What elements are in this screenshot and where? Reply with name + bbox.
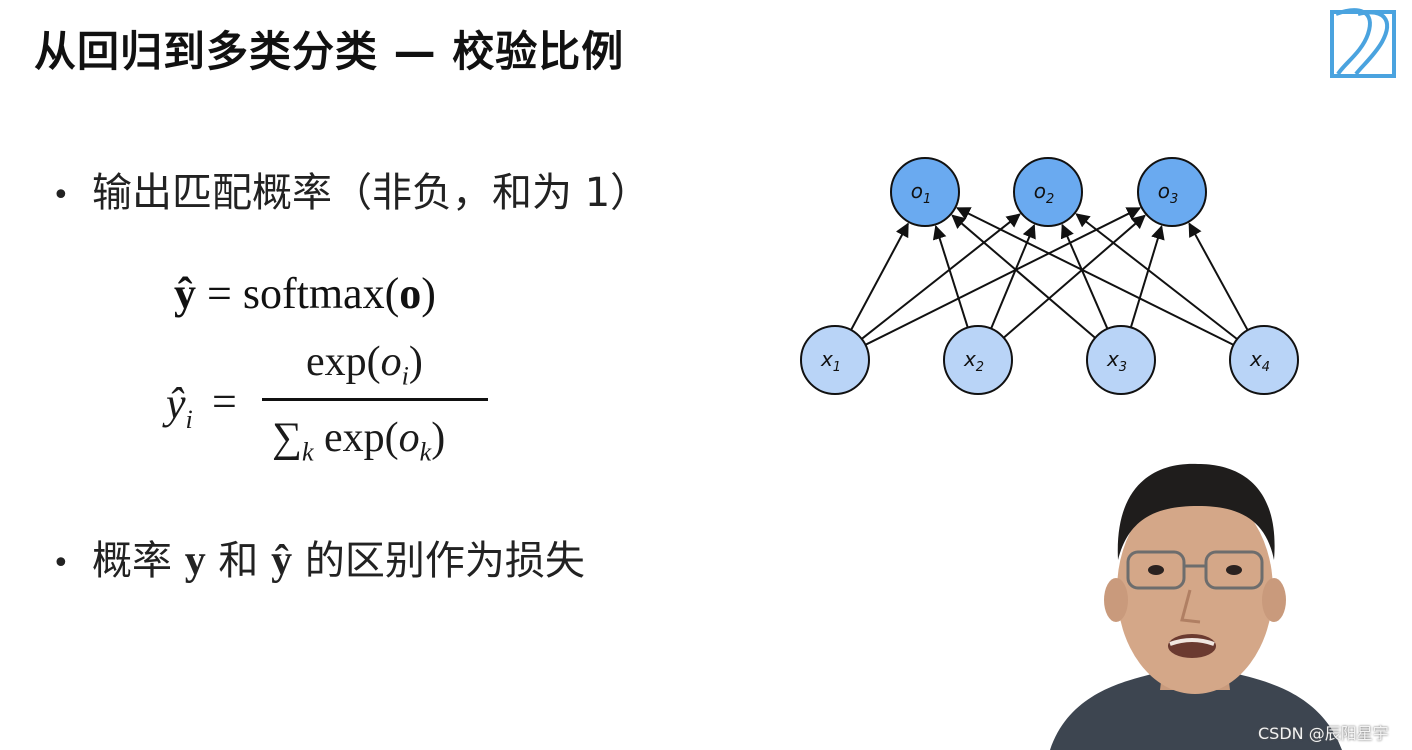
fraction-numerator: exp(oi) [306,338,423,391]
edge-x2-o2 [991,225,1034,328]
output-node-3: o3 [1138,158,1206,226]
slide-title: 从回归到多类分类 — 校验比例 [34,18,624,79]
softmax-equation: ŷ = softmax(o) [174,268,436,319]
bullet-dot: • [52,178,92,213]
bullet2-y: y [185,538,206,584]
bullet2-part1: 概率 [92,538,185,584]
input-layer: x1 x2 x3 x4 [801,326,1298,394]
edge-x4-o2 [1076,214,1237,339]
bullet-dot: • [52,546,92,581]
fraction-denominator: ∑k exp(ok) [272,414,445,467]
d2l-logo-icon [1328,4,1398,80]
num-sub: i [402,361,409,390]
input-node-1: x1 [801,326,869,394]
yhat-base: ŷ [166,379,186,428]
sum-symbol: ∑ [272,415,302,461]
edge-x1-o2 [862,214,1020,339]
yhat-i: ŷi [166,378,193,435]
sum-sub: k [302,437,314,466]
num-exp: exp( [306,339,381,385]
o-vector: o [399,269,421,318]
output-node-1: o1 [891,158,959,226]
softmax-text: softmax( [243,269,399,318]
bullet-probability: •输出匹配概率（非负，和为 1） [52,160,650,218]
equals-sign: = [196,269,243,318]
input-node-3: x3 [1087,326,1155,394]
softmax-network-diagram: o1 o2 o3 x1 x2 x3 x4 [780,140,1320,420]
input-node-4: x4 [1230,326,1298,394]
bullet2-mid: 和 [206,538,271,584]
input-node-2: x2 [944,326,1012,394]
close-paren: ) [421,269,436,318]
bullet-text: 输出匹配概率（非负，和为 1） [92,170,650,216]
den-exp: exp( [314,415,399,461]
presenter-photo [1030,440,1360,750]
bullet2-yhat: ŷ [271,538,292,584]
edge-x1-o1 [851,224,908,330]
fraction-bar [262,398,488,401]
den-var: o [399,415,420,461]
csdn-watermark: CSDN @辰阳星宇 [1258,720,1389,744]
output-layer: o1 o2 o3 [891,158,1206,226]
network-edges [851,208,1248,345]
output-node-2: o2 [1014,158,1082,226]
num-close: ) [409,339,423,385]
equals-sign-2: = [212,376,237,427]
yhat-vector: ŷ [174,269,196,318]
num-var: o [381,339,402,385]
yhat-sub: i [186,405,193,434]
bullet2-part2: 的区别作为损失 [292,538,585,584]
den-close: ) [431,415,445,461]
edge-x4-o3 [1189,224,1247,331]
den-sub: k [420,437,432,466]
bullet-loss: •概率 y 和 ŷ 的区别作为损失 [52,528,585,586]
edge-x3-o2 [1062,225,1107,329]
